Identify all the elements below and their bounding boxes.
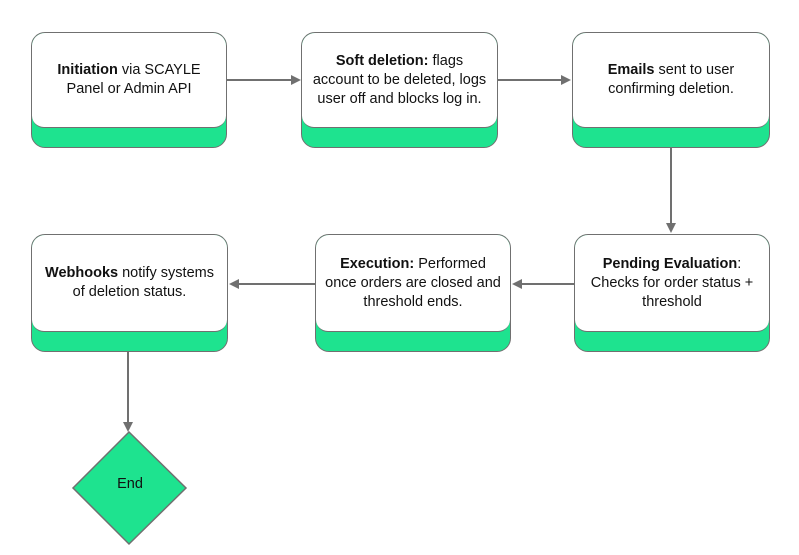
end-label: End [117,476,143,492]
node-initiation-text: via SCAYLE Panel or Admin API [66,62,201,97]
node-execution-title: Execution: [340,255,415,272]
node-webhooks-text: notify systems of deletion status. [72,265,214,300]
node-webhooks-title: Webhooks [45,265,119,281]
node-execution-text: Performed once orders are closed and thr… [325,255,501,310]
node-initiation-title: Initiation [57,62,118,78]
end-diamond [71,430,188,546]
node-soft-deletion: Soft deletion: flags account to be delet… [301,32,498,148]
node-pending-title: Pending Evaluation [602,255,738,272]
node-webhooks: Webhooks notify systems of deletion stat… [31,234,228,352]
node-soft-deletion-title: Soft deletion: [335,52,429,69]
node-emails: Emails sent to user confirming deletion. [572,32,770,148]
node-pending-evaluation: Pending Evaluation: Checks for order sta… [574,234,770,352]
node-initiation: Initiation via SCAYLE Panel or Admin API [31,32,227,148]
node-pending-text: : Checks for order status + threshold [590,255,754,310]
node-emails-text: sent to user confirming deletion. [608,62,735,97]
node-soft-deletion-text: flags account to be deleted, logs user o… [312,52,487,107]
node-emails-title: Emails [607,62,655,78]
node-execution: Execution: Performed once orders are clo… [315,234,511,352]
